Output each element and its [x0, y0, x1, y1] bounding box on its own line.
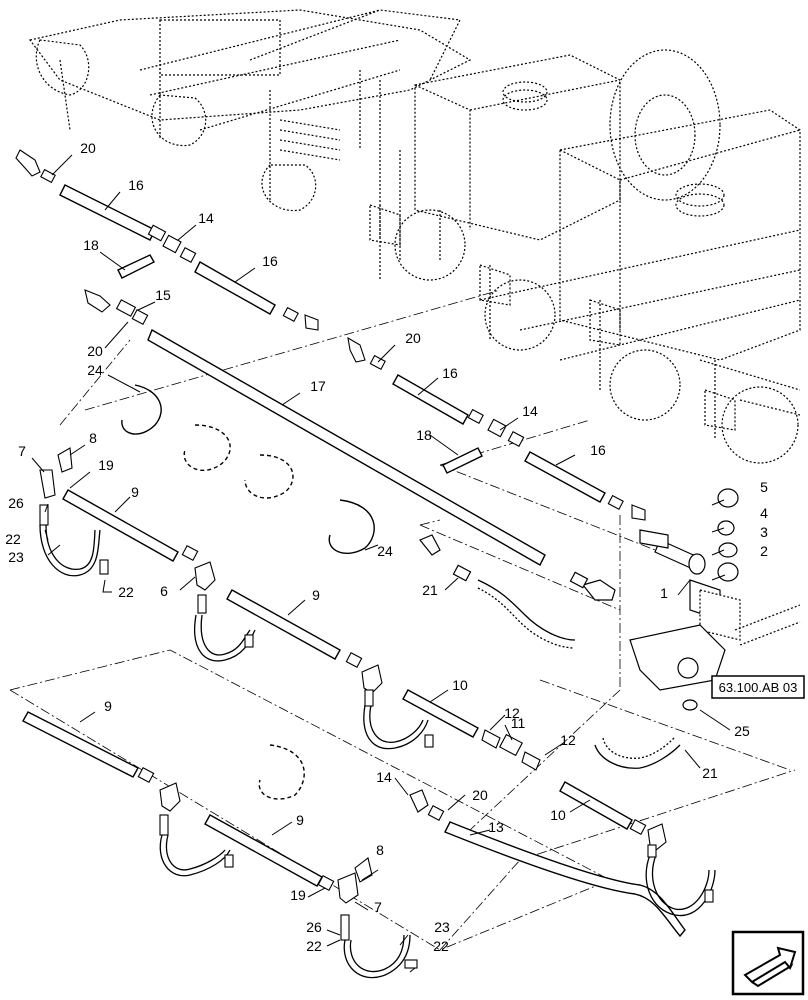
callout-20-d[interactable]: 20	[472, 787, 488, 803]
callout-16-d[interactable]: 16	[590, 442, 606, 458]
callout-13[interactable]: 13	[488, 819, 504, 835]
tube-16-right-b	[524, 451, 606, 503]
drop-hoses	[39, 524, 716, 979]
hose-13	[444, 821, 686, 938]
tube-16-right-a	[392, 374, 469, 425]
callout-4[interactable]: 4	[760, 505, 768, 521]
callout-8-upper[interactable]: 8	[89, 430, 97, 446]
callout-16-c[interactable]: 16	[442, 365, 458, 381]
pump-assembly	[419, 488, 801, 711]
callout-22-a[interactable]: 22	[5, 531, 21, 547]
tube-9-upper-b	[226, 589, 341, 660]
callout-14-c[interactable]: 14	[376, 769, 392, 785]
planter-frame-illustration	[28, 9, 801, 464]
callout-24-a[interactable]: 24	[87, 362, 103, 378]
reference-box-label: 63.100.AB 03	[719, 680, 798, 695]
callout-10-a[interactable]: 10	[452, 677, 468, 693]
retaining-clips	[121, 384, 375, 800]
callout-23-b[interactable]: 23	[434, 919, 450, 935]
callout-9-c[interactable]: 9	[104, 698, 112, 714]
callout-18-b[interactable]: 18	[416, 427, 432, 443]
callout-20-c[interactable]: 20	[405, 330, 421, 346]
callout-22-b[interactable]: 22	[118, 584, 134, 600]
leader-lines	[31, 154, 731, 973]
assembly-guide-lines	[9, 289, 796, 951]
tubes	[22, 184, 686, 938]
tube-18-right	[442, 447, 483, 474]
callout-20-b[interactable]: 20	[87, 343, 103, 359]
callout-3[interactable]: 3	[760, 524, 768, 540]
callout-15[interactable]: 15	[155, 287, 171, 303]
callout-2[interactable]: 2	[760, 543, 768, 559]
callout-20-a[interactable]: 20	[80, 140, 96, 156]
tube-9-upper-a	[62, 489, 179, 562]
callout-24-b[interactable]: 24	[377, 543, 393, 559]
callout-23-a[interactable]: 23	[8, 549, 24, 565]
callout-16-a[interactable]: 16	[128, 177, 144, 193]
tube-10-a	[402, 689, 479, 738]
callout-9-b[interactable]: 9	[312, 587, 320, 603]
callout-21-a[interactable]: 21	[422, 582, 438, 598]
callout-16-b[interactable]: 16	[262, 253, 278, 269]
callout-1[interactable]: 1	[660, 585, 668, 601]
callout-6[interactable]: 6	[160, 583, 168, 599]
callout-8-lower[interactable]: 8	[376, 842, 384, 858]
callout-10-b[interactable]: 10	[550, 807, 566, 823]
callout-14-a[interactable]: 14	[198, 210, 214, 226]
tube-18-upper	[117, 254, 155, 279]
callouts: 1 2 3 4 5 6 7 7 8 8 9 9 9 9 10 10 11 12 …	[5, 140, 768, 954]
callout-17[interactable]: 17	[310, 378, 326, 394]
callout-14-b[interactable]: 14	[522, 403, 538, 419]
tube-16-upper-right	[194, 261, 276, 315]
callout-9-d[interactable]: 9	[296, 812, 304, 828]
callout-12-a[interactable]: 12	[504, 705, 520, 721]
callout-12-b[interactable]: 12	[560, 732, 576, 748]
reference-box[interactable]: 63.100.AB 03	[711, 675, 805, 699]
callout-22-d[interactable]: 22	[433, 938, 449, 954]
callout-21-b[interactable]: 21	[702, 765, 718, 781]
callout-26-a[interactable]: 26	[8, 495, 24, 511]
callout-19-b[interactable]: 19	[290, 887, 306, 903]
callout-25[interactable]: 25	[734, 723, 750, 739]
callout-11[interactable]: 11	[511, 715, 526, 731]
tube-9-lower-a	[22, 711, 139, 778]
callout-19-a[interactable]: 19	[98, 457, 114, 473]
callout-9-a[interactable]: 9	[131, 484, 139, 500]
fittings	[15, 149, 714, 969]
callout-7-lower[interactable]: 7	[374, 899, 382, 915]
tube-16-upper-left	[59, 184, 156, 241]
tube-10-b	[559, 781, 633, 830]
callout-7-upper[interactable]: 7	[18, 443, 26, 459]
callout-5[interactable]: 5	[760, 479, 768, 495]
callout-22-c[interactable]: 22	[306, 938, 322, 954]
callout-26-b[interactable]: 26	[306, 919, 322, 935]
callout-18-a[interactable]: 18	[83, 237, 99, 253]
view-arrow-icon[interactable]	[731, 930, 805, 996]
tube-17	[147, 328, 546, 566]
tube-9-lower-b	[204, 814, 323, 887]
